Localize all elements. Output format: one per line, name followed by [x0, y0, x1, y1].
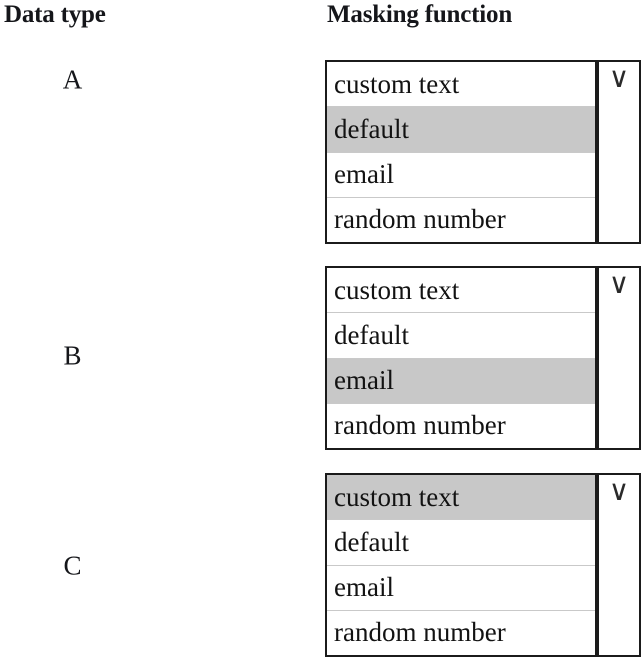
- dropdown-option-email[interactable]: email: [327, 358, 595, 404]
- dropdown-option-custom-text[interactable]: custom text: [327, 62, 595, 108]
- row-label-b: B: [63, 340, 82, 371]
- dropdown-option-random-number[interactable]: random number: [327, 403, 595, 448]
- dropdown-option-list-b[interactable]: custom text default email random number: [325, 266, 597, 450]
- dropdown-toggle-a[interactable]: ∨: [597, 60, 641, 244]
- dropdown-option-email[interactable]: email: [327, 152, 595, 198]
- table-row: A custom text default email random numbe…: [0, 60, 644, 244]
- masking-function-select-b[interactable]: custom text default email random number …: [325, 266, 641, 450]
- column-header-row: Data type Masking function: [0, 0, 644, 44]
- table-row: C custom text default email random numbe…: [0, 473, 644, 657]
- dropdown-option-custom-text[interactable]: custom text: [327, 475, 595, 521]
- dropdown-option-list-c[interactable]: custom text default email random number: [325, 473, 597, 657]
- dropdown-option-list-a[interactable]: custom text default email random number: [325, 60, 597, 244]
- chevron-down-icon: ∨: [608, 63, 630, 94]
- dropdown-option-random-number[interactable]: random number: [327, 197, 595, 242]
- dropdown-option-custom-text[interactable]: custom text: [327, 268, 595, 314]
- dropdown-option-default[interactable]: default: [327, 520, 595, 566]
- dropdown-option-default[interactable]: default: [327, 313, 595, 359]
- dropdown-toggle-c[interactable]: ∨: [597, 473, 641, 657]
- dropdown-option-random-number[interactable]: random number: [327, 610, 595, 655]
- column-header-data-type: Data type: [4, 1, 106, 28]
- chevron-down-icon: ∨: [608, 476, 630, 507]
- row-label-c: C: [63, 550, 82, 581]
- dropdown-option-default[interactable]: default: [327, 107, 595, 153]
- dropdown-option-email[interactable]: email: [327, 565, 595, 611]
- masking-function-select-c[interactable]: custom text default email random number …: [325, 473, 641, 657]
- column-header-masking-function: Masking function: [327, 1, 513, 28]
- table-row: B custom text default email random numbe…: [0, 266, 644, 450]
- chevron-down-icon: ∨: [608, 269, 630, 300]
- dropdown-toggle-b[interactable]: ∨: [597, 266, 641, 450]
- masking-function-select-a[interactable]: custom text default email random number …: [325, 60, 641, 244]
- row-label-a: A: [62, 64, 83, 95]
